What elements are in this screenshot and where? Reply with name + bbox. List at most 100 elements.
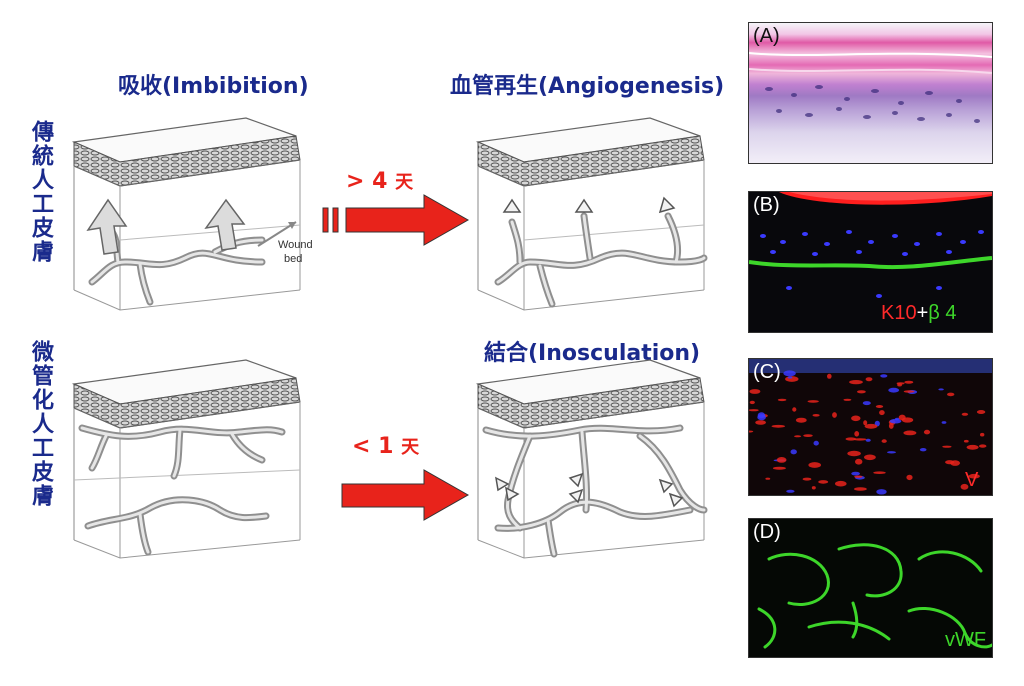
panel-c-cell bbox=[881, 439, 887, 443]
bed-label: bed bbox=[284, 253, 302, 265]
panel-c-cell bbox=[979, 444, 987, 448]
panel-c-cell bbox=[876, 489, 887, 495]
panel-c-cell bbox=[923, 429, 931, 435]
panel-c-cell bbox=[865, 377, 873, 382]
inosculation-title: 結合(Inosculation) bbox=[484, 341, 701, 366]
k10-label: K10 bbox=[881, 302, 917, 324]
top-arrow-label: > 4 天 bbox=[346, 168, 413, 194]
panel-c-cell bbox=[777, 398, 787, 402]
vessels-inosculation-inner bbox=[484, 426, 706, 556]
panel-c-cell bbox=[966, 444, 979, 450]
bottom-arrow-sign: < 1 bbox=[352, 434, 394, 459]
traditional-skin-label: 傳統人工皮膚 bbox=[28, 120, 53, 264]
panel-c-cell bbox=[976, 410, 986, 414]
panel-c-cell bbox=[903, 430, 917, 436]
panel-c-cell bbox=[795, 417, 807, 423]
top-arrow-sign: > 4 bbox=[346, 169, 388, 194]
panel-c-cell bbox=[894, 417, 900, 421]
skin-block-inosculation bbox=[475, 359, 705, 559]
panel-c-cell bbox=[854, 475, 863, 478]
panel-c-cell bbox=[802, 477, 812, 481]
panel-c-cell bbox=[757, 412, 766, 419]
panel-c-cell bbox=[786, 489, 795, 493]
panel-c-cell bbox=[835, 480, 847, 487]
panel-d-vessel-outlines bbox=[757, 543, 992, 649]
sprout-arrow-icon bbox=[502, 198, 522, 213]
panel-c-cell bbox=[851, 415, 861, 422]
panel-c-cell bbox=[947, 392, 955, 397]
panel-c-cell bbox=[880, 374, 888, 378]
panel-c-cell bbox=[862, 401, 871, 406]
panel-c-cell bbox=[749, 389, 761, 394]
bottom-arrow-unit: 天 bbox=[401, 437, 420, 458]
panel-c-cell bbox=[980, 432, 985, 437]
skin-block-angiogenesis bbox=[475, 117, 705, 311]
vessels-microvascular bbox=[78, 424, 286, 556]
panel-c-cell bbox=[968, 473, 980, 479]
top-arrow-unit: 天 bbox=[395, 172, 414, 193]
panel-c-cell bbox=[865, 438, 871, 442]
plus-label: + bbox=[916, 302, 929, 324]
panel-c-cell bbox=[849, 380, 863, 385]
beta4-label: β 4 bbox=[928, 302, 957, 324]
panel-c-cell bbox=[942, 445, 952, 448]
bottom-arrow-label: < 1 天 bbox=[352, 433, 419, 459]
panel-c-cell bbox=[897, 383, 902, 387]
panel-c-cell bbox=[887, 451, 896, 454]
panel-c-cell bbox=[794, 435, 802, 438]
panel-c-cell bbox=[853, 438, 867, 441]
panel-a-he-stain: (A) bbox=[748, 22, 993, 164]
panel-c-cell bbox=[765, 477, 771, 480]
panel-c-cell bbox=[938, 388, 944, 391]
panel-c-cell bbox=[755, 420, 766, 425]
connection-arrow-icon bbox=[658, 478, 674, 494]
panel-d-vwf-stain: (D) vWF bbox=[748, 518, 993, 658]
microvascular-skin-label: 微管化人工皮膚 bbox=[28, 340, 53, 508]
panel-c-cell bbox=[845, 437, 857, 441]
skin-block-imbibition bbox=[71, 117, 301, 311]
panel-c-cell bbox=[903, 390, 915, 393]
panel-c-cell bbox=[792, 407, 797, 412]
panel-c-cell bbox=[772, 466, 786, 470]
panel-c-cell bbox=[832, 412, 837, 418]
vessels-inosculation bbox=[482, 424, 708, 558]
panel-d-stain-label: vWF bbox=[945, 629, 987, 651]
panel-b-fluorescence bbox=[749, 192, 992, 298]
panel-c-cell bbox=[919, 448, 927, 452]
sprout-arrow-icon bbox=[574, 198, 594, 213]
panel-b-k10-stain: (B) K10+β 4 bbox=[748, 191, 993, 333]
panel-c-cell bbox=[963, 439, 969, 443]
vessels-microvascular-inner bbox=[80, 426, 284, 554]
imbibition-up-arrow-icon bbox=[204, 198, 246, 251]
panel-c-cell bbox=[818, 480, 829, 484]
panel-c-cell bbox=[771, 424, 786, 428]
panel-c-cell bbox=[783, 370, 796, 377]
panel-c-cell bbox=[863, 420, 868, 426]
top-progress-arrow-icon bbox=[322, 194, 470, 246]
panel-c-cell bbox=[888, 387, 900, 393]
panel-c-cell bbox=[854, 487, 867, 491]
panel-c-fluorescence bbox=[749, 359, 992, 495]
panel-c-cell bbox=[749, 430, 754, 433]
panel-c-cell bbox=[813, 440, 819, 446]
panel-c-cell bbox=[749, 409, 759, 412]
panel-c-cell bbox=[898, 414, 906, 421]
imbibition-title: 吸收(Imbibition) bbox=[118, 74, 309, 99]
panel-c-cell bbox=[906, 474, 913, 481]
sprout-arrow-icon bbox=[658, 196, 676, 214]
panel-c-cell bbox=[854, 431, 860, 437]
connection-arrow-icon bbox=[668, 492, 684, 508]
panel-c-cell bbox=[888, 422, 894, 429]
imbibition-up-arrow-icon bbox=[86, 198, 128, 255]
panel-c-cell bbox=[873, 471, 886, 474]
bottom-progress-arrow-icon bbox=[341, 469, 470, 521]
panel-c-cell bbox=[827, 373, 832, 379]
skin-diagram: Wound bed bbox=[71, 117, 708, 559]
connection-arrow-icon bbox=[568, 488, 584, 504]
panel-a-label: (A) bbox=[753, 25, 780, 47]
panel-c-cell bbox=[776, 457, 787, 463]
panel-c-cell bbox=[961, 412, 969, 416]
panel-c-cell bbox=[864, 454, 876, 461]
panel-c-cell bbox=[847, 450, 861, 457]
wound-bed-pointer-head-icon bbox=[288, 222, 296, 229]
